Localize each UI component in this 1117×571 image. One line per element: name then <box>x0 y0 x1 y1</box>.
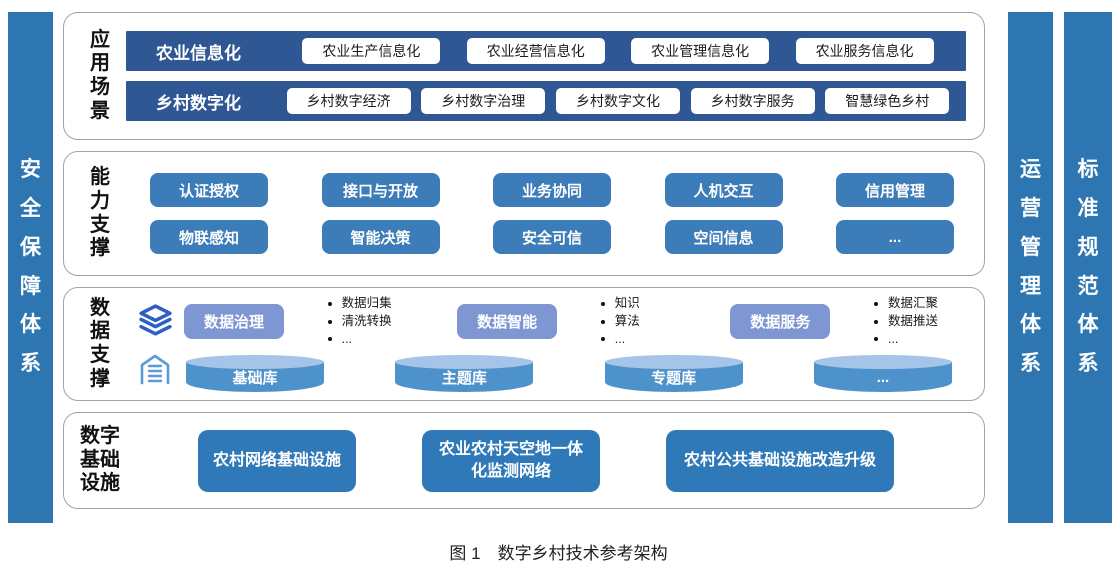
operation-management-label: 运营管理体系 <box>1019 157 1041 376</box>
pill-rural-culture: 乡村数字文化 <box>555 88 680 114</box>
public-infrastructure-upgrade-button: 农村公共基础设施改造升级 <box>666 429 894 492</box>
infrastructure-buttons: 农村网络基础设施 农业农村天空地一体化监测网络 农村公共基础设施改造升级 <box>126 421 966 500</box>
capability-collaboration-button: 业务协同 <box>493 173 611 207</box>
capability-support-box: 能力支撑 认证授权 接口与开放 业务协同 人机交互 信用管理 物联感知 智能决策… <box>63 151 985 276</box>
security-assurance-label: 安全保障体系 <box>19 157 41 376</box>
pill-agriculture-service: 农业服务信息化 <box>795 38 934 64</box>
capability-iot-button: 物联感知 <box>150 220 268 254</box>
bullet-dot <box>873 337 878 342</box>
data-service-button: 数据服务 <box>730 304 831 340</box>
data-support-content: 数据治理 数据归集 清洗转换 ... 数据智能 知识 算法 ... <box>126 296 966 392</box>
bullet-dot <box>600 337 605 342</box>
monitoring-network-button: 农业农村天空地一体化监测网络 <box>422 429 600 492</box>
capability-support-label: 能力支撑 <box>90 166 110 260</box>
figure-caption: 图 1 数字乡村技术参考架构 <box>449 544 668 563</box>
capability-buttons-grid: 认证授权 接口与开放 业务协同 人机交互 信用管理 物联感知 智能决策 安全可信… <box>126 160 966 267</box>
agriculture-informatization-title: 农业信息化 <box>156 43 241 63</box>
rural-pills: 乡村数字经济 乡村数字治理 乡村数字文化 乡村数字服务 智慧绿色乡村 <box>284 88 952 114</box>
data-intelligence-bullets: 知识 算法 ... <box>600 296 687 347</box>
pill-smart-green-village: 智慧绿色乡村 <box>825 88 950 114</box>
data-intelligence-button: 数据智能 <box>457 304 558 340</box>
pill-agriculture-management: 农业管理信息化 <box>631 38 770 64</box>
rural-network-infrastructure-button: 农村网络基础设施 <box>198 429 356 492</box>
agriculture-pills: 农业生产信息化 农业经营信息化 农业管理信息化 农业服务信息化 <box>284 38 952 64</box>
standards-specification-label: 标准规范体系 <box>1077 157 1099 376</box>
capability-spatial-button: 空间信息 <box>664 220 783 254</box>
rural-digitalization-row: 乡村数字化 乡村数字经济 乡村数字治理 乡村数字文化 乡村数字服务 智慧绿色乡村 <box>126 81 966 121</box>
pill-rural-service: 乡村数字服务 <box>690 88 815 114</box>
pill-rural-governance: 乡村数字治理 <box>421 88 546 114</box>
security-assurance-bar: 安全保障体系 <box>8 12 53 523</box>
data-bottom-row: 基础库 主题库 专题库 ... <box>126 348 966 392</box>
rural-digitalization-title: 乡村数字化 <box>156 93 241 113</box>
pill-rural-economy: 乡村数字经济 <box>286 88 411 114</box>
capability-security-button: 安全可信 <box>493 220 611 254</box>
database-cylinders: 基础库 主题库 专题库 ... <box>184 348 966 392</box>
bullet-dot <box>327 302 332 307</box>
basic-database-cylinder: 基础库 <box>186 354 324 392</box>
application-scenarios-label-cell: 应用场景 <box>74 21 126 131</box>
theme-database-cylinder: 主题库 <box>395 354 534 392</box>
main-layers-column: 应用场景 农业信息化 农业生产信息化 农业经营信息化 农业管理信息化 农业服务信… <box>63 12 985 523</box>
digital-infrastructure-label: 数字基础设施 <box>80 425 120 495</box>
layers-icon <box>126 303 184 340</box>
capability-support-label-cell: 能力支撑 <box>74 160 126 267</box>
data-governance-bullets: 数据归集 清洗转换 ... <box>327 296 414 347</box>
diagram-area: 安全保障体系 应用场景 农业信息化 农业生产信息化 农业经营信息化 农业管理信息… <box>8 12 1112 523</box>
operation-management-bar: 运营管理体系 <box>1008 12 1053 523</box>
standards-specification-bar: 标准规范体系 <box>1064 12 1112 523</box>
pill-agriculture-production: 农业生产信息化 <box>302 38 441 64</box>
bullet-dot <box>327 337 332 342</box>
bullet-dot <box>327 319 332 324</box>
capability-credit-button: 信用管理 <box>836 173 954 207</box>
bullet-dot <box>873 319 878 324</box>
capability-more-button: ... <box>836 220 954 254</box>
data-support-label: 数据支撑 <box>90 296 110 390</box>
data-top-row: 数据治理 数据归集 清洗转换 ... 数据智能 知识 算法 ... <box>126 296 966 347</box>
data-governance-button: 数据治理 <box>184 304 284 340</box>
application-scenarios-label: 应用场景 <box>90 28 110 122</box>
capability-hci-button: 人机交互 <box>664 173 783 207</box>
agriculture-informatization-row: 农业信息化 农业生产信息化 农业经营信息化 农业管理信息化 农业服务信息化 <box>126 31 966 71</box>
digital-infrastructure-box: 数字基础设施 农村网络基础设施 农业农村天空地一体化监测网络 农村公共基础设施改… <box>63 412 985 509</box>
capability-auth-button: 认证授权 <box>150 173 268 207</box>
bullet-dot <box>600 302 605 307</box>
data-support-label-cell: 数据支撑 <box>74 296 126 392</box>
data-process-items: 数据治理 数据归集 清洗转换 ... 数据智能 知识 算法 ... <box>184 296 966 347</box>
data-support-box: 数据支撑 数据治理 <box>63 287 985 401</box>
capability-interface-button: 接口与开放 <box>321 173 440 207</box>
digital-infrastructure-label-cell: 数字基础设施 <box>74 421 126 500</box>
data-warehouse-icon <box>126 352 184 388</box>
capability-decision-button: 智能决策 <box>321 220 440 254</box>
special-database-cylinder: 专题库 <box>604 354 743 392</box>
bullet-dot <box>600 319 605 324</box>
more-database-cylinder: ... <box>813 354 952 392</box>
bullet-dot <box>873 302 878 307</box>
data-service-bullets: 数据汇聚 数据推送 ... <box>873 296 960 347</box>
application-scenarios-box: 应用场景 农业信息化 农业生产信息化 农业经营信息化 农业管理信息化 农业服务信… <box>63 12 985 140</box>
application-rows: 农业信息化 农业生产信息化 农业经营信息化 农业管理信息化 农业服务信息化 乡村… <box>126 21 966 131</box>
pill-agriculture-operation: 农业经营信息化 <box>466 38 605 64</box>
